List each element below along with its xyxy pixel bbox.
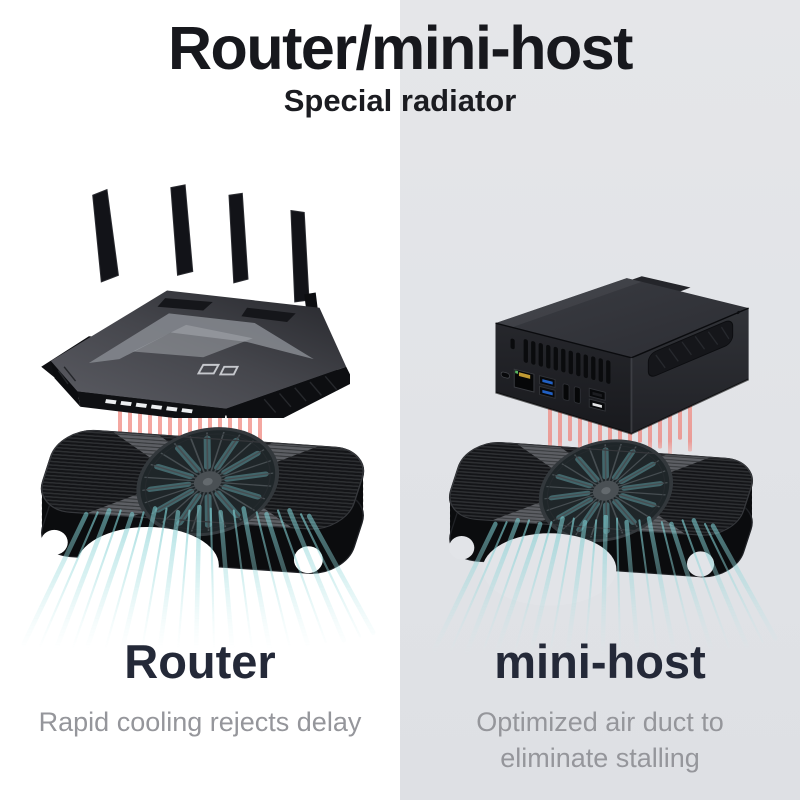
usb3-ports-icon xyxy=(539,375,556,399)
mini-host-label: mini-host xyxy=(494,635,706,688)
router-side-fin xyxy=(226,366,350,419)
vent-slats-icon xyxy=(523,339,611,384)
router-caption: Router Rapid cooling rejects delay xyxy=(0,636,400,740)
router-led-dashes xyxy=(105,399,193,414)
mini-host-illustration xyxy=(495,276,750,435)
page-subtitle: Special radiator xyxy=(283,83,517,119)
ethernet-port-icon xyxy=(513,368,535,393)
cool-airflow-left xyxy=(14,505,383,655)
lock-slot-icon xyxy=(510,338,515,350)
header: Router/mini-host Special radiator xyxy=(0,16,800,119)
mini-host-ports xyxy=(500,338,611,412)
router-top-inlays xyxy=(157,298,296,322)
router-description: Rapid cooling rejects delay xyxy=(38,706,362,737)
usb-a-ports-icon xyxy=(588,387,606,412)
router-illustration xyxy=(41,184,350,419)
router-antennas xyxy=(92,184,310,303)
hdmi-ports-icon xyxy=(562,383,581,404)
page-title: Router/mini-host xyxy=(168,14,633,82)
mini-host-side-vent xyxy=(647,310,740,377)
mini-host-top-face xyxy=(495,278,749,358)
router-logo-icon xyxy=(196,363,240,376)
mini-host-description: Optimized air duct to eliminate stalling xyxy=(476,706,724,774)
router-label: Router xyxy=(124,635,276,688)
usb-c-port-icon xyxy=(500,371,510,379)
mini-host-caption: mini-host Optimized air duct to eliminat… xyxy=(400,636,800,777)
